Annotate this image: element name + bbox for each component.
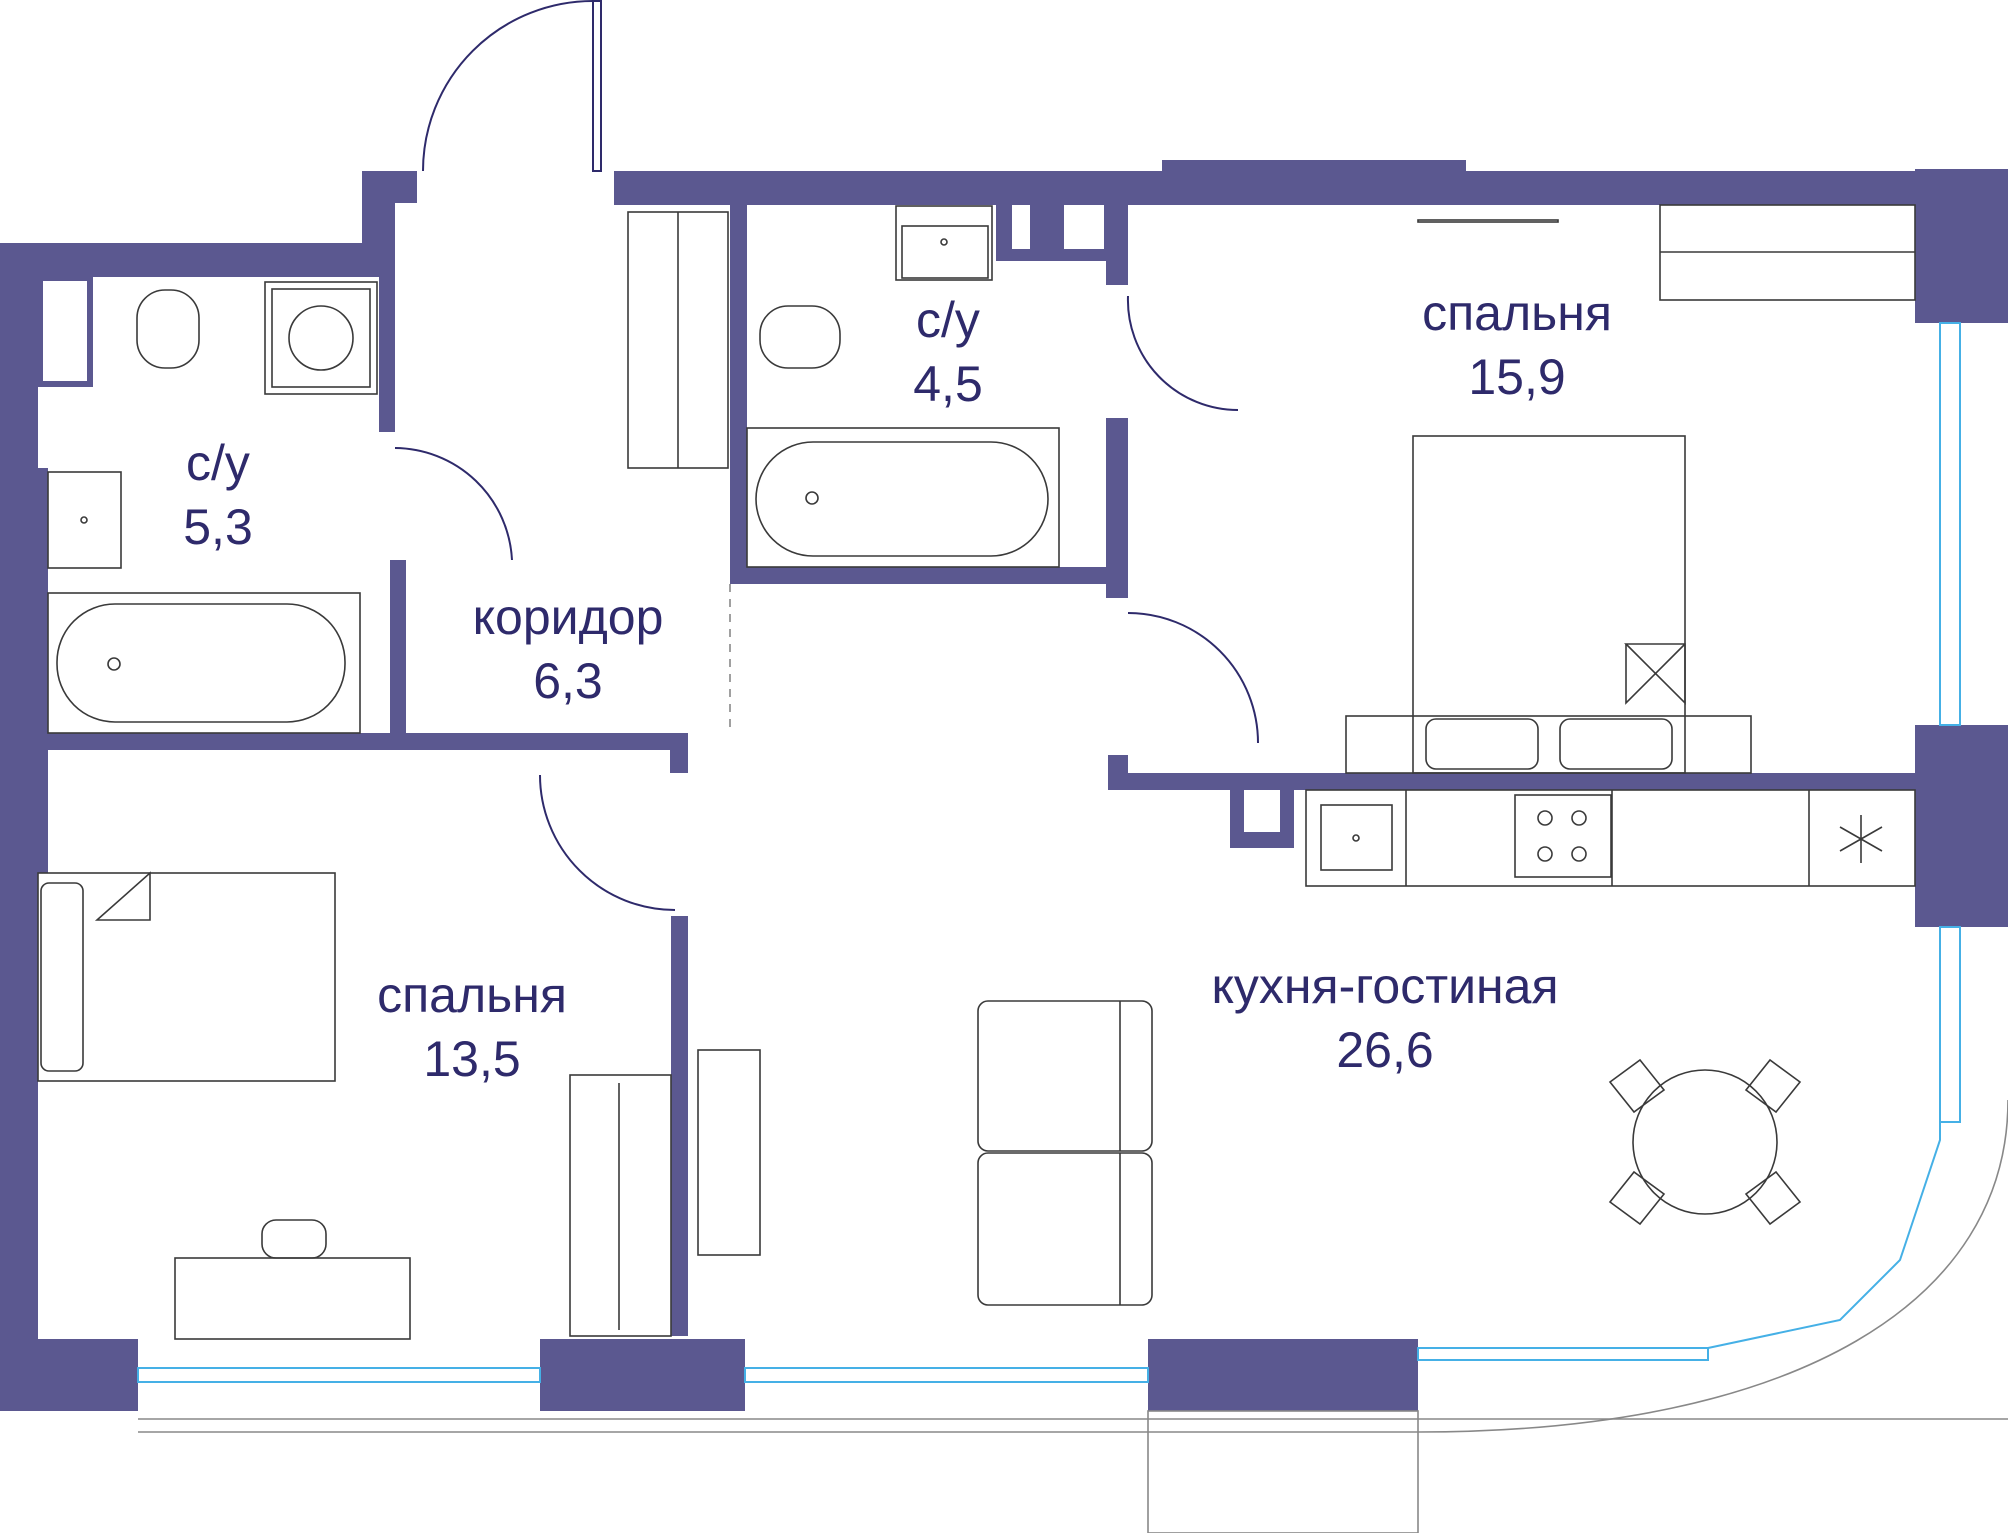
room-area: 26,6	[1336, 1022, 1434, 1078]
doors	[394, 0, 1259, 911]
room-area: 13,5	[423, 1031, 521, 1087]
room-name: с/у	[916, 292, 980, 348]
fixtures-living	[697, 1000, 1802, 1306]
room-label-kitchen-living: кухня-гостиная 26,6	[1211, 954, 1558, 1082]
windows	[137, 322, 1961, 1383]
balcony-outline	[138, 1099, 2008, 1533]
room-label-bedroom-right: спальня 15,9	[1422, 281, 1612, 409]
room-area: 5,3	[183, 499, 253, 555]
room-label-bedroom-left: спальня 13,5	[377, 963, 567, 1091]
room-label-bathroom-middle: с/у 4,5	[913, 288, 983, 416]
fixtures-kitchen	[1305, 789, 1916, 887]
room-label-corridor: коридор 6,3	[473, 585, 664, 713]
fixtures-right-bedroom	[1345, 204, 1916, 774]
room-area: 15,9	[1468, 349, 1566, 405]
walls	[0, 160, 2008, 1411]
fixtures-left-bathroom	[47, 281, 378, 734]
room-area: 4,5	[913, 356, 983, 412]
room-name: кухня-гостиная	[1211, 958, 1559, 1014]
room-name: спальня	[1422, 285, 1612, 341]
fixtures-middle-bathroom	[627, 205, 1060, 568]
fixtures-left-bedroom	[37, 871, 672, 1340]
room-area: 6,3	[533, 653, 603, 709]
room-name: с/у	[186, 435, 250, 491]
room-name: коридор	[472, 589, 664, 645]
room-name: спальня	[377, 967, 567, 1023]
room-label-bathroom-left: с/у 5,3	[183, 431, 253, 559]
